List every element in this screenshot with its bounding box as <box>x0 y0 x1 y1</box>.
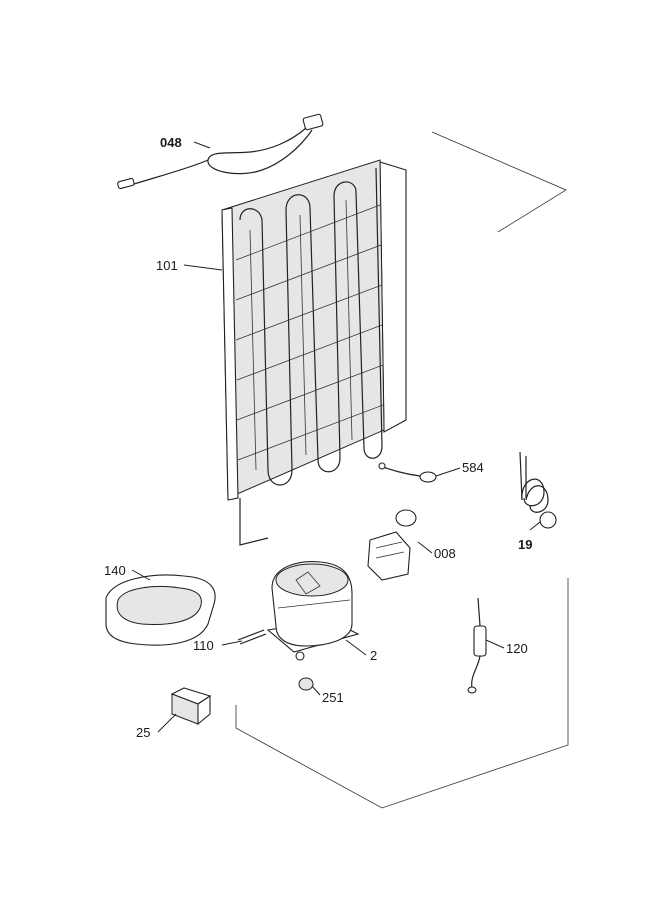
callout-2: 2 <box>370 648 377 663</box>
callout-101: 101 <box>156 258 178 273</box>
callout-25: 25 <box>136 725 150 740</box>
sensor-584 <box>378 462 437 483</box>
callout-251: 251 <box>322 690 344 705</box>
condenser <box>221 159 407 546</box>
relay-008 <box>367 509 417 581</box>
pin-110 <box>237 629 267 645</box>
power-cord <box>117 113 324 190</box>
drier-120 <box>467 597 487 694</box>
callout-140: 140 <box>104 563 126 578</box>
capacitor-25 <box>170 687 212 726</box>
callout-584: 584 <box>462 460 484 475</box>
coil-19 <box>519 451 557 529</box>
callout-120: 120 <box>506 641 528 656</box>
tray-140 <box>105 574 216 646</box>
callout-048: 048 <box>160 135 182 150</box>
grommet-251 <box>298 677 314 691</box>
callout-19: 19 <box>518 537 532 552</box>
leader-lines <box>131 141 541 733</box>
callout-008: 008 <box>434 546 456 561</box>
callout-110: 110 <box>193 638 214 653</box>
callout-labels: 048 101 584 19 008 140 110 2 120 251 25 <box>104 135 532 740</box>
cabinet-outline <box>235 131 569 809</box>
compressor <box>266 561 360 661</box>
